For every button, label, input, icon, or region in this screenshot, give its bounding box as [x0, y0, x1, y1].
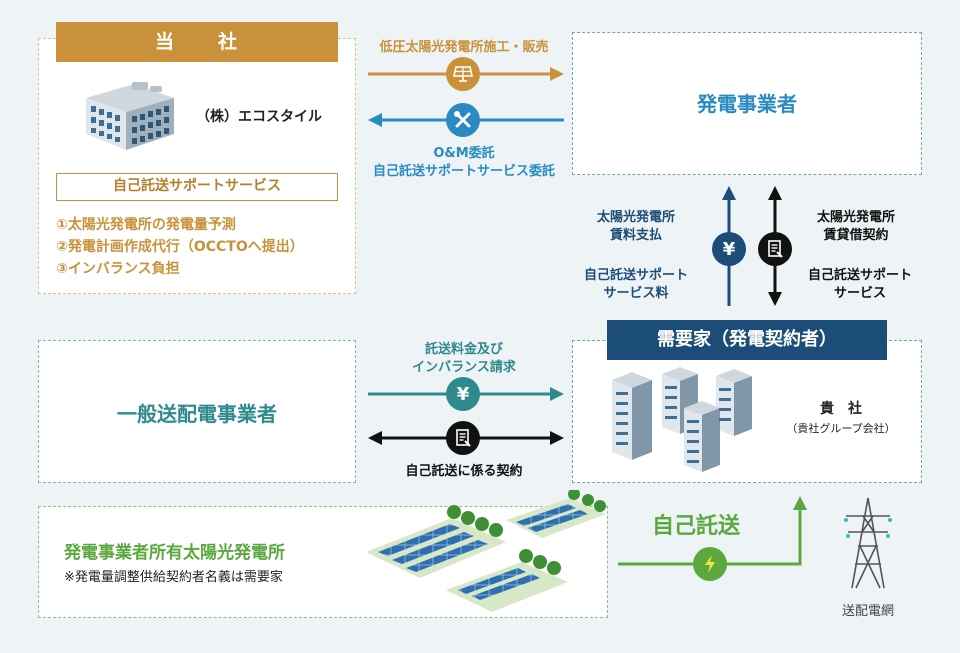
office-building-icon: [86, 82, 174, 150]
consumer-sub: （貴社グループ会社）: [786, 422, 896, 435]
tools-icon: [446, 103, 480, 137]
transmission-title: 一般送配電事業者: [117, 402, 277, 426]
contract-document-icon-2: [446, 421, 480, 455]
flow-label-support-fee: 自己託送サポート: [583, 268, 688, 283]
grid-label: 送配電網: [841, 604, 894, 619]
flow-label-wheeling-contract: 自己託送に係る契約: [405, 464, 523, 479]
flow-label-fee: 託送料金及び: [424, 342, 503, 357]
self-wheeling-label: 自己託送: [652, 514, 741, 539]
flow-label-support: 自己託送サポート: [807, 268, 912, 283]
yen-icon: ¥: [712, 232, 746, 266]
transmission-box: [38, 340, 356, 483]
plant-title: 発電事業者所有太陽光発電所: [64, 543, 285, 563]
transmission-tower-icon: [844, 497, 892, 589]
flow-label-service-fee: サービス料: [603, 286, 669, 301]
plant-box: [38, 506, 608, 618]
solar-panel-icon: [446, 57, 480, 91]
flow-label-construction-sales: 低圧太陽光発電所施工・販売: [379, 40, 549, 55]
flow-label-support-commission: 自己託送サポートサービス委託: [372, 164, 555, 179]
lightning-icon: [693, 547, 727, 581]
flow-label-imbalance: インバランス請求: [412, 360, 516, 375]
consumer-header: 需要家（発電契約者）: [607, 320, 887, 360]
office-towers-icon: [612, 367, 752, 472]
flow-label-rent-payment: 賃料支払: [609, 228, 662, 243]
flow-label-om: O&M委託: [433, 146, 495, 161]
flow-label-lease: 太陽光発電所: [816, 210, 895, 225]
arrow-self-wheeling: [618, 496, 807, 566]
generator-box: [572, 32, 922, 175]
service-title: 自己託送サポートサービス: [56, 173, 338, 201]
solar-farm-icon: [366, 490, 606, 612]
company-name: （株）エコスタイル: [196, 109, 322, 125]
consumer-name: 貴 社: [820, 401, 862, 417]
service-item: ①太陽光発電所の発電量予測: [56, 217, 236, 233]
company-header: 当 社: [56, 22, 338, 62]
service-item: ②発電計画作成代行（OCCTOへ提出）: [56, 239, 304, 255]
generator-title: 発電事業者: [697, 92, 797, 116]
contract-document-icon: [758, 232, 792, 266]
service-item: ③インバランス負担: [56, 261, 180, 277]
flow-label-lease-contract: 賃貸借契約: [823, 228, 889, 243]
flow-label-service: サービス: [833, 286, 886, 301]
company-box: [38, 38, 356, 294]
yen-icon-2: ¥: [446, 377, 480, 411]
flow-label-rent: 太陽光発電所: [596, 210, 675, 225]
plant-note: ※発電量調整供給契約者名義は需要家: [64, 570, 283, 585]
